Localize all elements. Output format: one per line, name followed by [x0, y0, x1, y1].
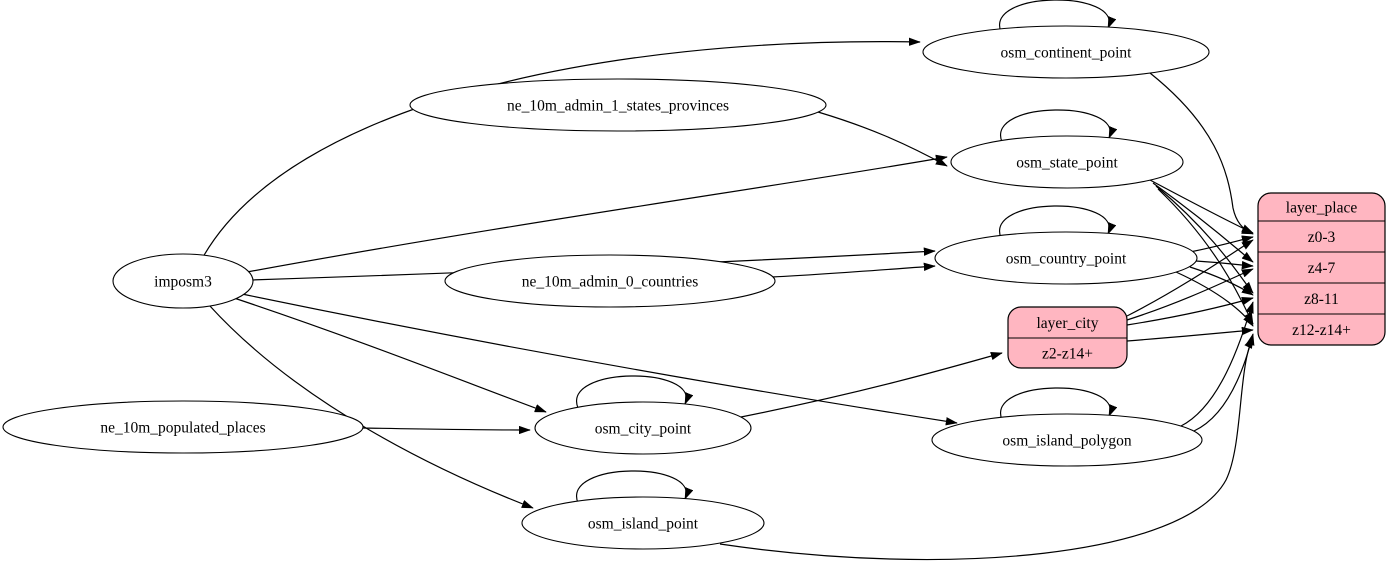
- edge-osm_city_point-to-layer_city-z2-z14+: [740, 352, 1003, 418]
- record-row-layer_place-z0-3: z0-3: [1308, 229, 1336, 246]
- node-label-osm_country_point: osm_country_point: [1006, 251, 1127, 268]
- record-layer_place: layer_place z0-3 z4-7 z8-11 z12-z14+: [1257, 192, 1386, 346]
- edge-osm_continent_point-to-osm_continent_point: [998, 0, 1117, 33]
- edge-layer_city-to-layer_place-z8-11: [1126, 297, 1254, 326]
- edge-imposm3-to-osm_city_point: [233, 297, 547, 413]
- node-shape-imposm3: [112, 253, 254, 309]
- node-ne_10m_admin_1_states_provinces: ne_10m_admin_1_states_provinces: [409, 78, 827, 132]
- node-label-osm_island_point: osm_island_point: [588, 516, 699, 533]
- node-osm_continent_point: osm_continent_point: [922, 25, 1210, 79]
- node-osm_state_point: osm_state_point: [950, 135, 1184, 189]
- node-label-osm_continent_point: osm_continent_point: [1001, 45, 1133, 62]
- edge-layer_city-to-layer_place-z12-z14+: [1126, 326, 1254, 342]
- edge-osm_island_point-to-osm_island_point: [575, 470, 694, 504]
- edge-osm_state_point-to-layer_place-z0-3: [1149, 179, 1254, 234]
- record-row-layer_place-z4-7: z4-7: [1308, 260, 1336, 277]
- node-label-osm_state_point: osm_state_point: [1016, 155, 1118, 172]
- edge-ne_10m_admin_0_countries-to-osm_country_point: [771, 262, 936, 278]
- edge-imposm3-to-osm_state_point: [246, 154, 948, 273]
- edge-layer_city-to-layer_place-z4-7: [1126, 268, 1254, 321]
- edge-osm_island_polygon-to-osm_island_polygon: [999, 387, 1118, 421]
- node-osm_country_point: osm_country_point: [934, 231, 1198, 285]
- node-shape-ne_10m_admin_0_countries: [444, 254, 776, 308]
- record-shape-layer_place: [1257, 192, 1386, 346]
- node-shape-osm_city_point: [534, 401, 752, 455]
- edge-osm_island_point-to-layer_place-z12-z14+: [719, 336, 1254, 561]
- record-row-layer_place-z12-z14+: z12-z14+: [1292, 322, 1351, 339]
- node-label-osm_city_point: osm_city_point: [595, 421, 692, 438]
- edge-osm_country_point-to-osm_country_point: [998, 205, 1117, 239]
- edge-ne_10m_populated_places-to-osm_city_point: [362, 425, 531, 435]
- node-label-ne_10m_populated_places: ne_10m_populated_places: [100, 420, 265, 437]
- edge-osm_island_polygon-to-layer_place-z8-11: [1180, 301, 1254, 427]
- edge-imposm3-to-osm_island_polygon: [241, 293, 958, 426]
- record-header-layer_city: layer_city: [1037, 315, 1099, 332]
- edge-osm_city_point-to-osm_city_point: [575, 375, 694, 409]
- node-label-osm_island_polygon: osm_island_polygon: [1002, 433, 1131, 450]
- node-shape-ne_10m_admin_1_states_provinces: [409, 78, 827, 132]
- node-ne_10m_populated_places: ne_10m_populated_places: [2, 400, 364, 454]
- node-osm_island_polygon: osm_island_polygon: [931, 413, 1203, 467]
- node-shape-osm_island_point: [521, 496, 765, 550]
- node-label-ne_10m_admin_0_countries: ne_10m_admin_0_countries: [522, 274, 699, 291]
- edge-imposm3-to-osm_continent_point: [202, 37, 921, 258]
- node-shape-ne_10m_populated_places: [2, 400, 364, 454]
- edge-osm_state_point-to-layer_place-z4-7: [1152, 182, 1254, 263]
- edge-ne_10m_admin_1_states_provinces-to-osm_state_point: [817, 111, 948, 167]
- edge-layer_city-to-layer_place-z0-3: [1126, 239, 1254, 317]
- edge-osm_country_point-to-layer_place-z12-z14+: [1175, 271, 1254, 327]
- edge-imposm3-to-osm_island_point: [208, 304, 534, 509]
- record-row-layer_place-z8-11: z8-11: [1304, 291, 1339, 308]
- node-osm_island_point: osm_island_point: [521, 496, 765, 550]
- edge-osm_country_point-to-layer_place-z4-7: [1195, 260, 1254, 270]
- node-osm_city_point: osm_city_point: [534, 401, 752, 455]
- node-shape-osm_country_point: [934, 231, 1198, 285]
- edge-osm_country_point-to-layer_place-z8-11: [1189, 266, 1254, 296]
- edge-osm_island_polygon-to-layer_place-z12-z14+: [1193, 333, 1255, 432]
- node-label-ne_10m_admin_1_states_provinces: ne_10m_admin_1_states_provinces: [507, 98, 729, 115]
- record-header-layer_place: layer_place: [1286, 200, 1358, 217]
- record-row-layer_city-z2-z14+: z2-z14+: [1042, 346, 1093, 363]
- edge-osm_state_point-to-osm_state_point: [999, 109, 1118, 143]
- node-shape-osm_continent_point: [922, 25, 1210, 79]
- node-label-imposm3: imposm3: [154, 274, 212, 291]
- node-imposm3: imposm3: [112, 253, 254, 309]
- node-ne_10m_admin_0_countries: ne_10m_admin_0_countries: [444, 254, 776, 308]
- record-layer_city: layer_city z2-z14+: [1007, 306, 1128, 369]
- edge-osm_country_point-to-layer_place-z0-3: [1189, 235, 1254, 253]
- node-shape-osm_island_polygon: [931, 413, 1203, 467]
- node-shape-osm_state_point: [950, 135, 1184, 189]
